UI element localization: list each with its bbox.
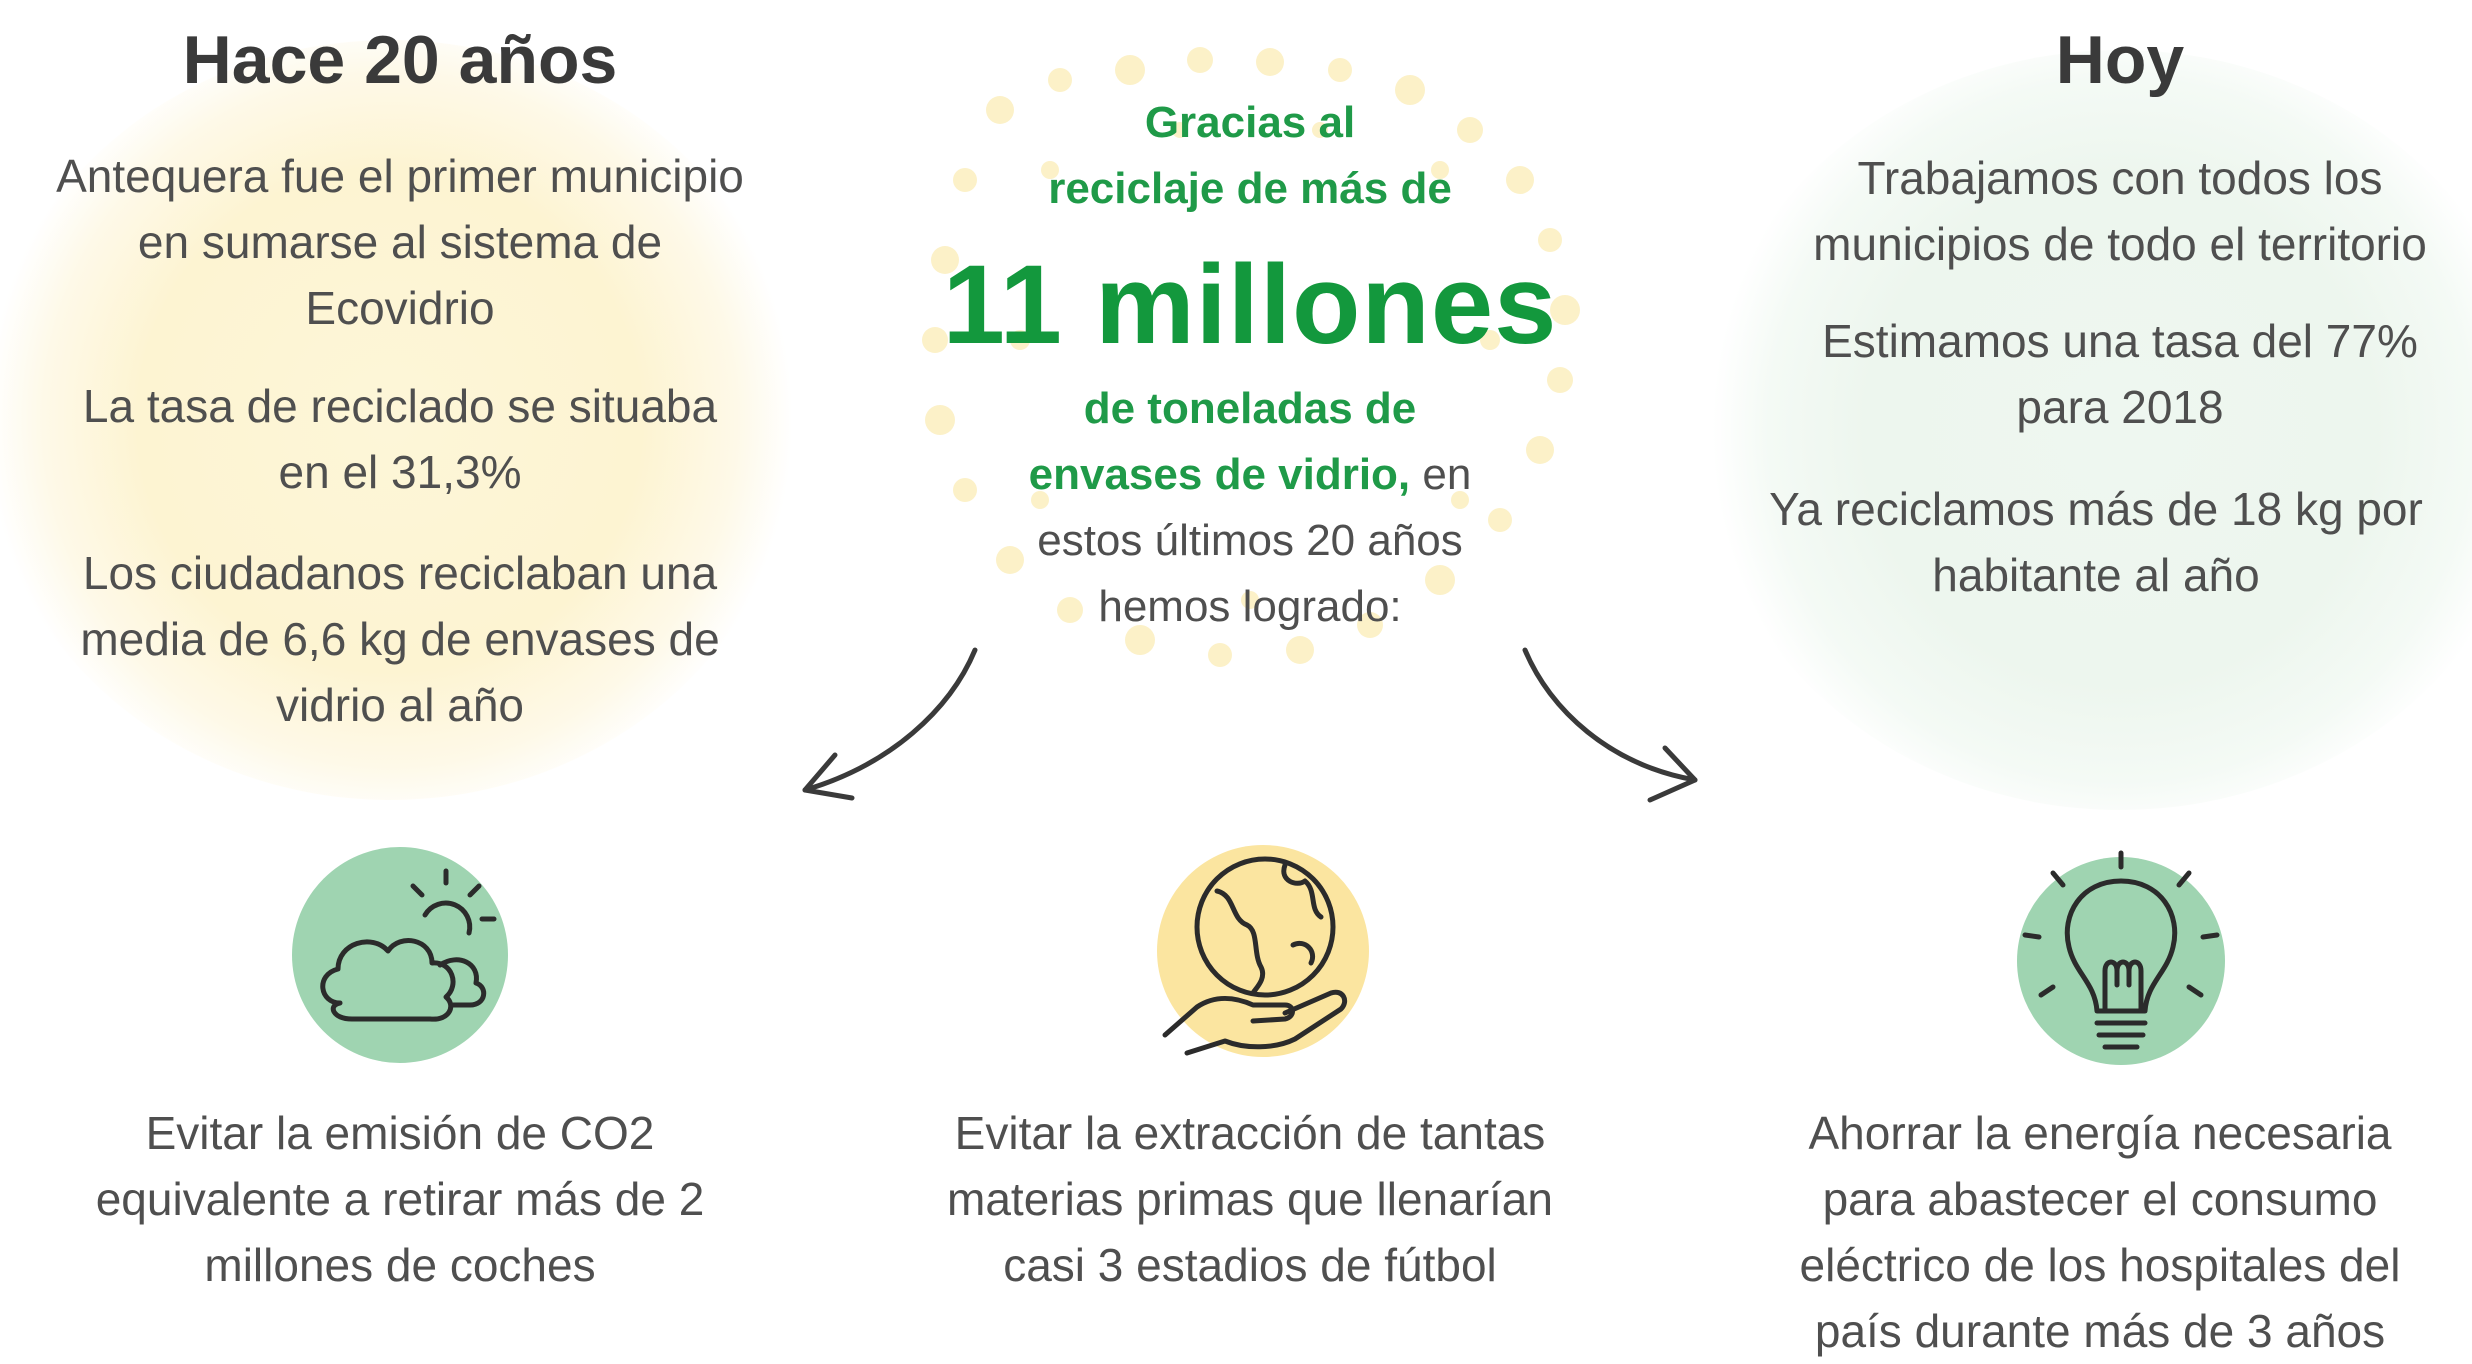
text-line: en el 31,3% [278, 446, 522, 498]
big-figure: 11 millones [942, 242, 1558, 367]
text-line: país durante más de 3 años [1814, 1305, 2386, 1357]
right-paragraph-3: Ya reciclamos más de 18 kg por habitante… [1720, 476, 2472, 608]
center-outro: de toneladas de envases de vidrio, en es… [930, 376, 1570, 640]
left-heading: Hace 20 años [182, 22, 618, 98]
center-line-1: Gracias al [1144, 98, 1356, 147]
benefit-caption-1: Evitar la emisión de CO2 equivalente a r… [20, 1100, 780, 1298]
lightbulb-icon [2017, 850, 2225, 1065]
text-line: materias primas que llenarían [947, 1173, 1553, 1225]
text-line: Evitar la emisión de CO2 [145, 1107, 655, 1159]
text-line: eléctrico de los hospitales del [1799, 1239, 2401, 1291]
right-paragraph-2: Estimamos una tasa del 77% para 2018 [1720, 308, 2472, 440]
left-paragraph-3: Los ciudadanos reciclaban una media de 6… [0, 540, 800, 738]
text-line: Antequera fue el primer municipio [56, 150, 744, 202]
center-dot-ring [922, 47, 1580, 667]
right-paragraph-1: Trabajamos con todos los municipios de t… [1720, 145, 2472, 277]
text-line: casi 3 estadios de fútbol [1003, 1239, 1497, 1291]
text-line: Ahorrar la energía necesaria [1808, 1107, 2392, 1159]
left-yellow-blob [0, 40, 800, 800]
globe-hand-icon [1157, 845, 1369, 1057]
center-line-4-rest: en [1410, 450, 1472, 499]
text-line: Estimamos una tasa del 77% [1822, 315, 2418, 367]
left-paragraph-2: La tasa de reciclado se situaba en el 31… [0, 373, 800, 505]
text-line: vidrio al año [275, 679, 525, 731]
text-line: para abastecer el consumo [1822, 1173, 2378, 1225]
center-intro: Gracias al reciclaje de más de [930, 90, 1570, 222]
text-line: Evitar la extracción de tantas [954, 1107, 1546, 1159]
text-line: Trabajamos con todos los [1857, 152, 2383, 204]
right-arrow-icon [1522, 647, 1698, 803]
center-line-3: de toneladas de [1083, 384, 1417, 433]
text-line: La tasa de reciclado se situaba [82, 380, 718, 432]
text-line: en sumarse al sistema de [137, 216, 663, 268]
center-line-5: estos últimos 20 años [1037, 516, 1463, 565]
left-paragraph-1: Antequera fue el primer municipio en sum… [0, 143, 800, 341]
text-line: habitante al año [1932, 549, 2260, 601]
text-line: Los ciudadanos reciclaban una [82, 547, 718, 599]
center-line-2: reciclaje de más de [1048, 164, 1452, 213]
text-line: Ecovidrio [305, 282, 495, 334]
right-green-blob [1700, 50, 2472, 810]
benefit-caption-2: Evitar la extracción de tantas materias … [870, 1100, 1630, 1298]
center-line-4-green: envases de vidrio, [1028, 450, 1411, 499]
right-heading: Hoy [2055, 22, 2185, 98]
center-line-4: envases de vidrio, en [930, 442, 1570, 508]
text-line: millones de coches [204, 1239, 596, 1291]
text-line: Ya reciclamos más de 18 kg por [1769, 483, 2423, 535]
text-line: municipios de todo el territorio [1813, 218, 2427, 270]
center-line-6: hemos logrado: [1098, 582, 1402, 631]
left-arrow-icon [802, 647, 978, 801]
text-line: media de 6,6 kg de envases de [80, 613, 720, 665]
text-line: equivalente a retirar más de 2 [95, 1173, 705, 1225]
text-line: para 2018 [2016, 381, 2224, 433]
cloud-sun-icon [292, 847, 508, 1063]
benefit-caption-3: Ahorrar la energía necesaria para abaste… [1730, 1100, 2470, 1364]
